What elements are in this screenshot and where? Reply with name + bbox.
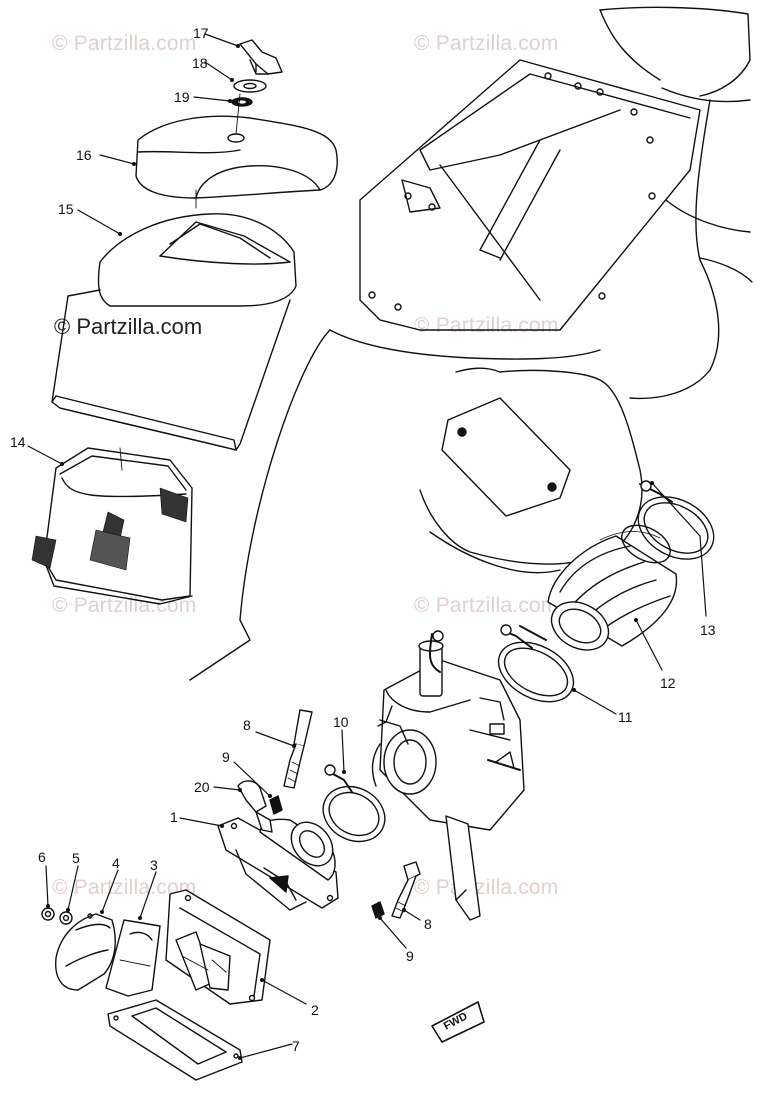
watermark: © Partzilla.com — [414, 314, 559, 337]
callout-8-lower: 8 — [424, 916, 432, 932]
callout-9-lower: 9 — [406, 948, 414, 964]
reed-valve-manifold — [217, 817, 339, 911]
callout-16: 16 — [76, 147, 92, 163]
watermark: © Partzilla.com — [414, 594, 559, 617]
callout-10: 10 — [333, 714, 349, 730]
callout-15: 15 — [58, 201, 74, 217]
fwd-direction-arrow: FWD — [431, 1001, 485, 1043]
callout-14: 14 — [10, 434, 26, 450]
callout-numbers: 17 18 19 16 15 14 13 12 11 8 10 9 20 1 6… — [10, 25, 716, 1054]
callout-8-upper: 8 — [243, 717, 251, 733]
hose-band-13 — [637, 480, 715, 560]
watermark: © Partzilla.com — [414, 876, 559, 899]
screw-6 — [41, 907, 55, 921]
carburetor — [371, 630, 525, 921]
callout-18: 18 — [192, 55, 208, 71]
gasket — [107, 999, 243, 1081]
callout-3: 3 — [150, 857, 158, 873]
hose-band-10 — [322, 764, 386, 843]
wing-nut — [239, 39, 283, 75]
leader-arrowheads — [46, 44, 654, 1060]
washer-9-lower — [371, 901, 385, 919]
cable-guide — [237, 780, 273, 833]
callout-9-upper: 9 — [222, 749, 230, 765]
washer-5 — [59, 911, 73, 925]
watermark: © Partzilla.com — [52, 876, 197, 899]
hose-band-11 — [497, 624, 575, 703]
washer-18 — [233, 79, 267, 93]
washer-9-upper — [269, 795, 283, 815]
valve-stopper — [55, 913, 116, 991]
bolt-8-lower — [391, 861, 421, 919]
air-filter-element — [51, 189, 297, 451]
callout-1: 1 — [170, 809, 178, 825]
callout-17: 17 — [193, 25, 209, 41]
callout-2: 2 — [311, 1002, 319, 1018]
callout-5: 5 — [72, 850, 80, 866]
air-intake-joint — [547, 524, 678, 651]
bolt-8-upper — [283, 709, 313, 789]
callout-20: 20 — [194, 779, 210, 795]
reed-valve — [105, 919, 161, 997]
callout-4: 4 — [112, 855, 120, 871]
reed-valve-body — [165, 889, 271, 1005]
callout-12: 12 — [660, 675, 676, 691]
filter-gauze — [31, 447, 193, 605]
air-cleaner-cover — [135, 93, 338, 199]
callout-19: 19 — [174, 89, 190, 105]
callout-11: 11 — [618, 709, 633, 725]
watermark: © Partzilla.com — [414, 32, 559, 55]
callout-6: 6 — [38, 849, 46, 865]
watermark: © Partzilla.com — [52, 32, 197, 55]
grommet-19 — [231, 97, 253, 107]
callout-13: 13 — [700, 622, 716, 638]
watermark-main: © Partzilla.com — [54, 314, 203, 339]
callout-7: 7 — [292, 1038, 300, 1054]
leader-lines — [27, 33, 707, 1059]
